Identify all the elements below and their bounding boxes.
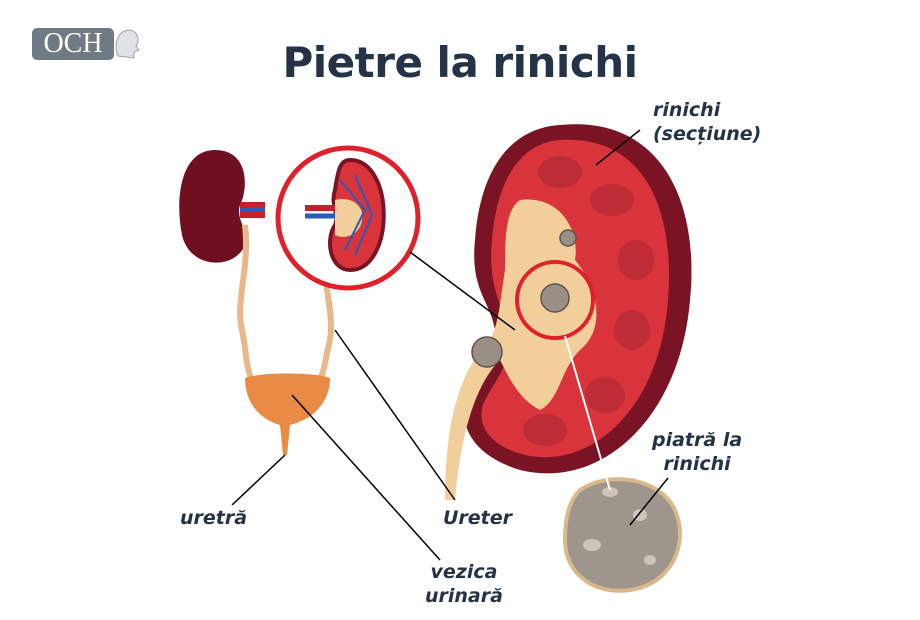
kidney-left (179, 150, 247, 263)
page-title: Pietre la rinichi (282, 38, 638, 87)
label-stone-line2: rinichi (663, 453, 731, 475)
label-ureter: Ureter (443, 507, 513, 529)
ureter-left-tube (237, 224, 258, 387)
kidney-stones-small (471, 229, 577, 368)
label-kidney-section-line2: (secțiune) (653, 123, 762, 145)
och-logo: OCH (32, 28, 114, 60)
renal-pelvis (445, 199, 597, 500)
label-kidney-section-line1: rinichi (653, 99, 721, 121)
label-urethra: uretră (180, 507, 248, 529)
label-kidney-section: rinichi (secțiune) (653, 98, 761, 146)
logo-head-icon (115, 29, 140, 59)
label-bladder: vezica urinară (425, 560, 503, 608)
label-stone-line1: piatră la (652, 429, 743, 451)
label-bladder-line2: urinară (425, 585, 503, 607)
label-stone: piatră la rinichi (652, 428, 742, 476)
label-bladder-line1: vezica (430, 561, 498, 583)
kidney-stone-magnified (562, 477, 682, 593)
bladder (245, 373, 330, 455)
highlight-circle-large (515, 260, 595, 340)
